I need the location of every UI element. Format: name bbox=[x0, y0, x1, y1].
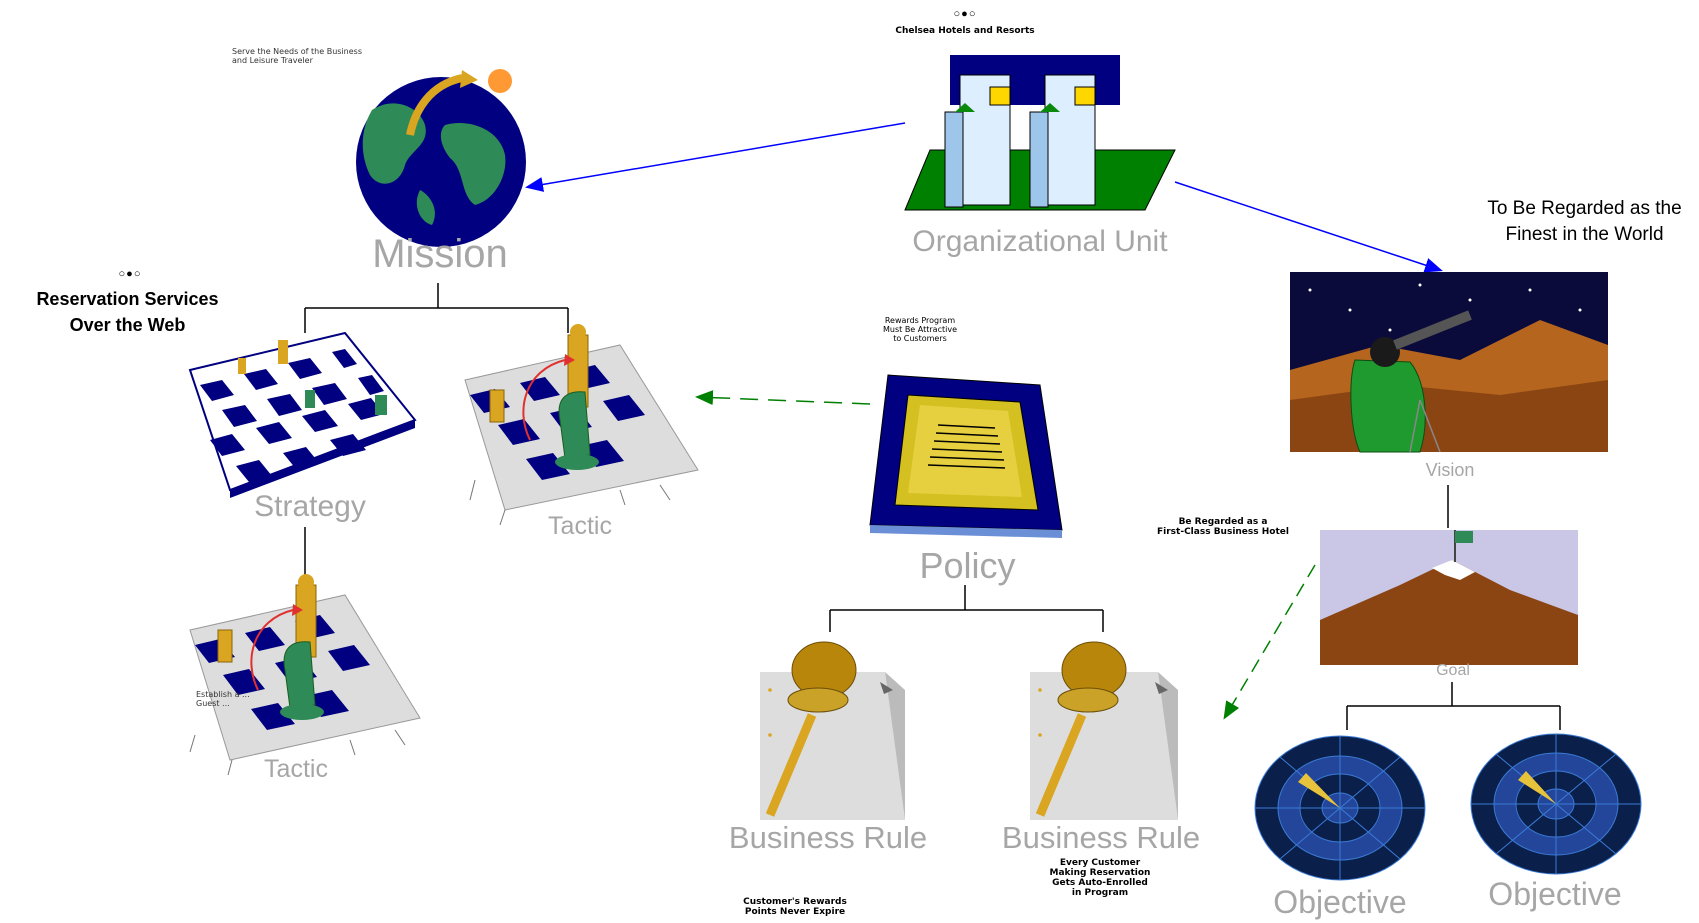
strategy-dots: ○●○ bbox=[118, 268, 142, 280]
org-label: Organizational Unit bbox=[912, 225, 1168, 258]
strategy-label: Strategy bbox=[254, 490, 366, 523]
mission-label: Mission bbox=[372, 232, 508, 276]
strategy-name: Reservation Services Over the Web bbox=[36, 289, 219, 335]
business-rule-2-note: Every Customer Making Reservation Gets A… bbox=[1049, 858, 1151, 898]
goal-label: Goal bbox=[1436, 662, 1470, 679]
vision-statement: To Be Regarded as the Finest in the Worl… bbox=[1487, 198, 1682, 245]
arrow-goal-to-rule bbox=[1223, 564, 1316, 720]
policy-note: Rewards Program Must Be Attractive to Cu… bbox=[883, 316, 957, 343]
objective-2-label: Objective bbox=[1488, 876, 1622, 912]
policy-label: Policy bbox=[919, 545, 1016, 586]
org-dots: ○●○ bbox=[953, 8, 977, 20]
arrow-org-to-mission bbox=[525, 122, 906, 192]
tactic-top-label: Tactic bbox=[548, 512, 612, 540]
goal-note: Be Regarded as a First-Class Business Ho… bbox=[1157, 517, 1289, 537]
org-name: Chelsea Hotels and Resorts bbox=[895, 26, 1035, 36]
mission-tree-lines bbox=[304, 283, 569, 575]
policy-tree-lines bbox=[829, 585, 1104, 632]
vision-label: Vision bbox=[1425, 460, 1475, 480]
objective-1-label: Objective bbox=[1273, 884, 1407, 920]
vision-tree-lines bbox=[1346, 485, 1561, 730]
business-rule-1-note: Customer's Rewards Points Never Expire bbox=[743, 897, 847, 917]
business-rule-2-label: Business Rule bbox=[1001, 820, 1201, 855]
arrow-org-to-vision bbox=[1174, 181, 1443, 273]
business-rule-1-label: Business Rule bbox=[728, 820, 928, 855]
tactic-bottom-note: Establish a ... Guest ... bbox=[196, 690, 250, 708]
mission-note: Serve the Needs of the Business and Leis… bbox=[232, 47, 362, 65]
arrow-policy-to-tactic bbox=[695, 390, 871, 406]
tactic-bottom-label: Tactic bbox=[264, 755, 328, 783]
